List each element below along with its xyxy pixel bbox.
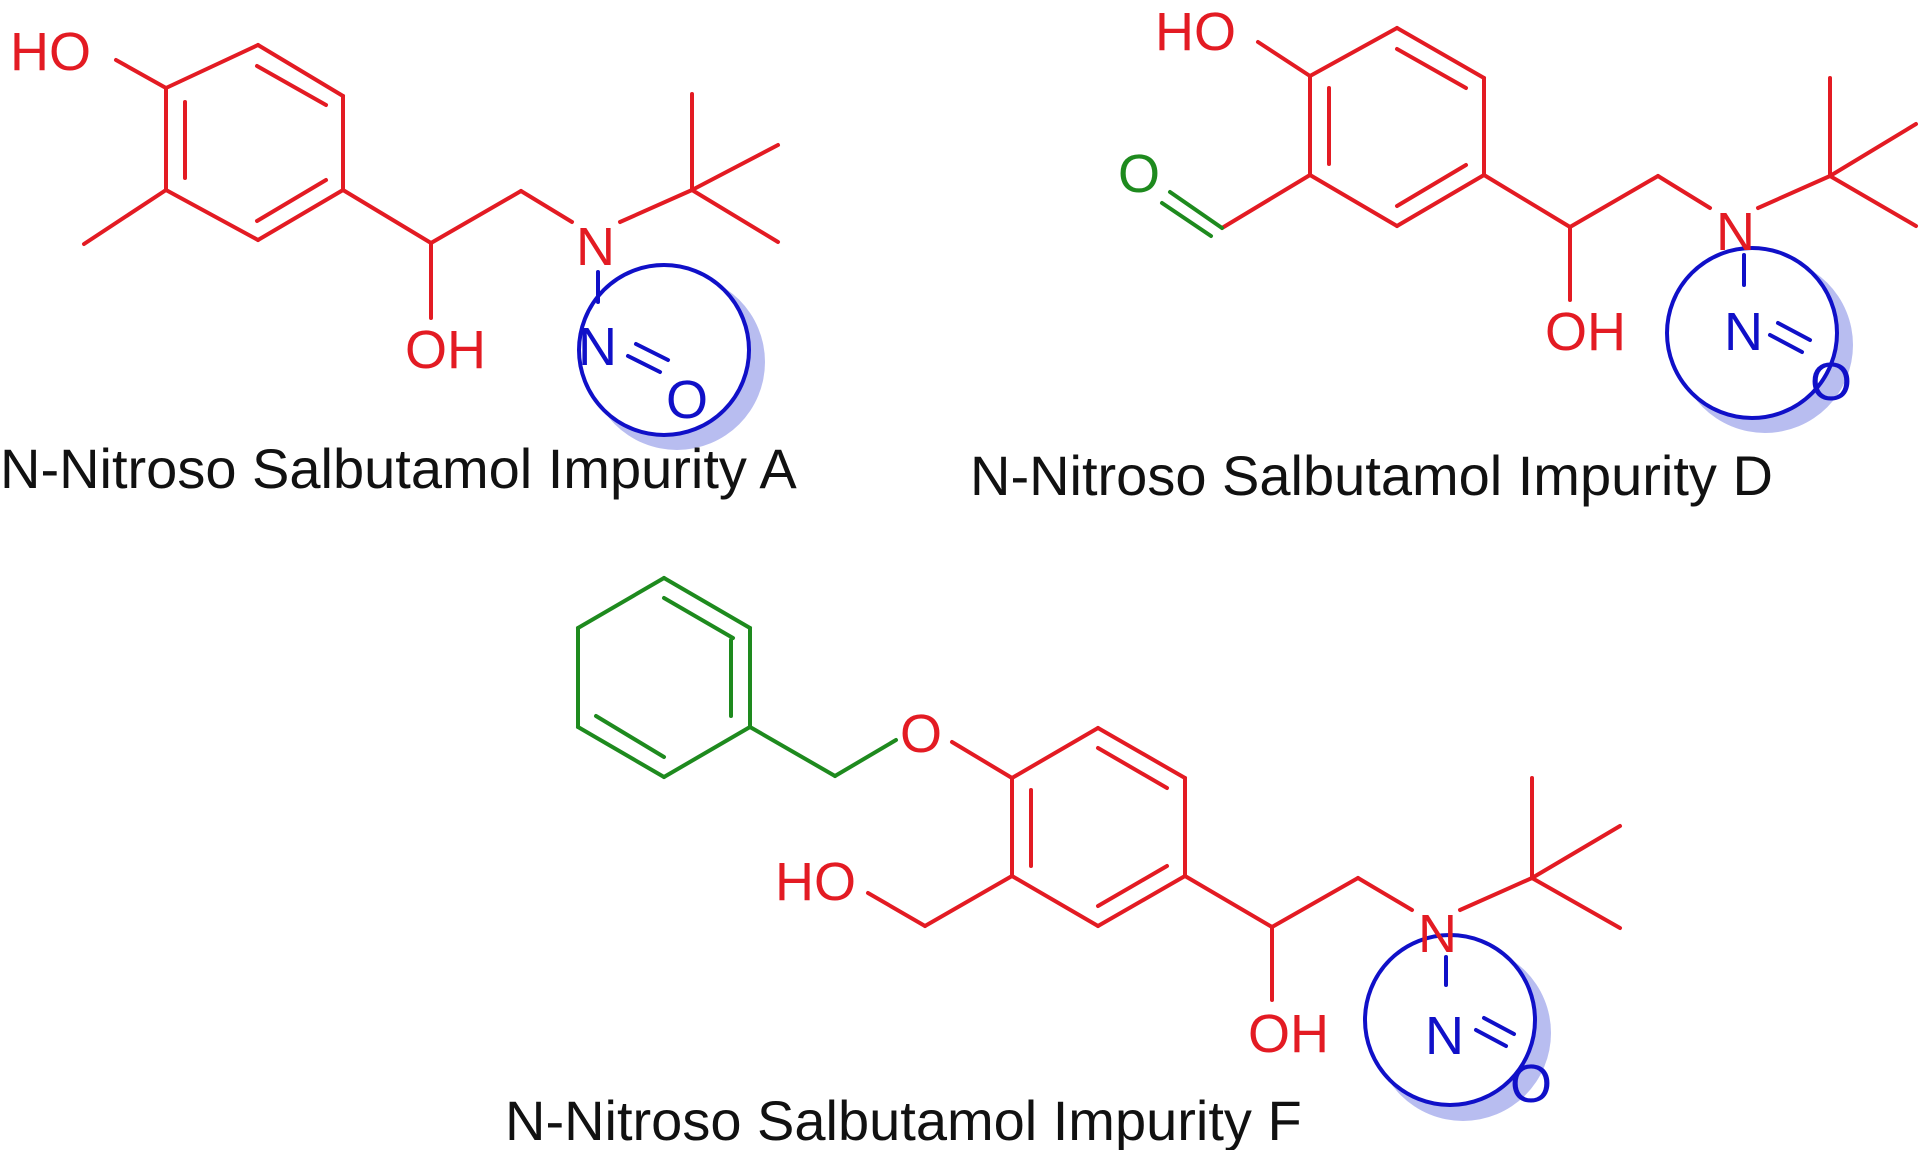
- methyl-bond: [82, 188, 168, 246]
- ether-ring-bond: [950, 740, 1014, 780]
- benzene-ring-core: [1010, 726, 1187, 928]
- benzene-ring-core: [164, 43, 345, 242]
- hydroxyl-label: HO: [10, 22, 91, 82]
- amine-nitrogen-label: N: [1418, 904, 1457, 964]
- benzyl-phenyl-ring: [576, 576, 752, 779]
- nitroso-highlight-circle: [577, 263, 751, 437]
- nitroso-double-bond: [626, 354, 662, 374]
- ether-oxygen-label: O: [900, 704, 942, 764]
- side-chain-bond: [341, 188, 433, 245]
- nitroso-highlight-circle: [1665, 246, 1839, 420]
- aldehyde-double-bond: [1160, 201, 1213, 238]
- tert-butyl-bond: [1756, 174, 1832, 210]
- benzyl-ether-bond: [833, 738, 898, 778]
- impurity-a-caption: N-Nitroso Salbutamol Impurity A: [0, 437, 797, 500]
- tert-butyl-bond: [618, 188, 694, 224]
- benzene-ring-core: [1308, 26, 1486, 228]
- benzyl-ch2-bond: [748, 725, 837, 778]
- tert-butyl-methyl-bond: [690, 188, 780, 244]
- nitroso-double-bond: [1776, 321, 1812, 342]
- hydroxymethyl-bond: [923, 874, 1014, 928]
- amine-nitrogen-label: N: [1716, 202, 1755, 262]
- aldehyde-oxygen-label: O: [1118, 144, 1160, 204]
- tert-butyl-methyl-bond: [1828, 174, 1918, 228]
- side-chain-bond: [1482, 173, 1572, 229]
- nitroso-oxygen-label: O: [1810, 352, 1852, 412]
- impurity-a-structure: HO OH N N O: [10, 22, 780, 450]
- impurity-f-structure: O HO OH N N O: [576, 576, 1622, 1121]
- tert-butyl-methyl-bond: [1530, 824, 1622, 880]
- carbinol-oh-label: OH: [1248, 1004, 1329, 1064]
- aldehyde-double-bond: [1168, 190, 1224, 230]
- methylene-bond: [1270, 876, 1360, 929]
- amine-bond: [1356, 876, 1414, 912]
- tert-butyl-methyl-bond: [690, 143, 780, 192]
- hydroxymethyl-oh-label: HO: [775, 852, 856, 912]
- impurity-f-caption: N-Nitroso Salbutamol Impurity F: [505, 1089, 1302, 1150]
- nitroso-nitrogen-label: N: [1724, 302, 1763, 362]
- tert-butyl-methyl-bond: [1530, 876, 1622, 930]
- nitroso-double-bond: [1482, 1016, 1516, 1036]
- nitroso-double-bond: [634, 342, 670, 362]
- hydroxyl-bond: [1256, 40, 1312, 78]
- methylene-bond: [429, 189, 523, 245]
- hydroxyl-label: HO: [1155, 2, 1236, 62]
- nitroso-double-bond: [1474, 1028, 1508, 1048]
- nitroso-nitrogen-label: N: [578, 317, 617, 377]
- tert-butyl-methyl-bond: [1828, 122, 1918, 178]
- impurity-d-structure: HO O OH N N O: [1118, 2, 1918, 433]
- tert-butyl-bond: [1458, 876, 1534, 912]
- nitroso-highlight-circle: [1363, 933, 1537, 1107]
- amine-bond: [519, 189, 574, 224]
- impurity-d-caption: N-Nitroso Salbutamol Impurity D: [970, 444, 1773, 507]
- hydroxymethyl-oh-bond: [866, 891, 927, 928]
- side-chain-bond: [1183, 874, 1274, 929]
- carbinol-oh-label: OH: [405, 320, 486, 380]
- nitroso-oxygen-label: O: [1510, 1054, 1552, 1114]
- carbinol-oh-label: OH: [1545, 302, 1626, 362]
- methylene-bond: [1568, 174, 1660, 229]
- amine-nitrogen-label: N: [576, 217, 615, 277]
- nitroso-nitrogen-label: N: [1425, 1006, 1464, 1066]
- aldehyde-ring-bond: [1220, 173, 1312, 230]
- nitroso-oxygen-label: O: [666, 370, 708, 430]
- hydroxyl-bond: [114, 58, 168, 90]
- amine-bond: [1656, 174, 1712, 210]
- nitroso-double-bond: [1768, 333, 1804, 354]
